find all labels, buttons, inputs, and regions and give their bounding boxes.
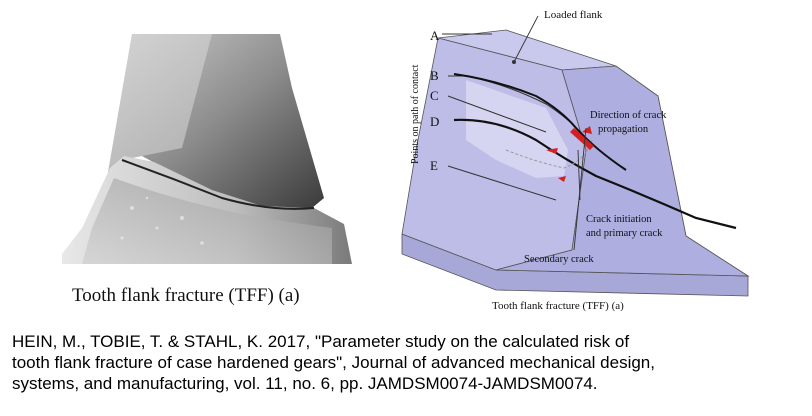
- direction-label-1: Direction of crack: [590, 110, 667, 121]
- initiation-leader: [577, 149, 581, 201]
- loaded-flank-label: Loaded flank: [544, 9, 603, 21]
- point-label-b: B: [430, 68, 439, 83]
- point-e-line: [447, 165, 557, 201]
- axis-label: Points on path of contact: [410, 64, 421, 164]
- fracture-photo: [62, 28, 358, 268]
- point-c-line: [447, 95, 547, 133]
- citation: HEIN, M., TOBIE, T. & STAHL, K. 2017, "P…: [12, 331, 807, 394]
- initiation-label-2: and primary crack: [586, 228, 663, 239]
- point-label-c: C: [430, 88, 439, 103]
- photo-caption: Tooth flank fracture (TFF) (a): [72, 285, 300, 306]
- secondary-crack-label: Secondary crack: [524, 254, 594, 265]
- crack-arrows: [546, 126, 594, 182]
- fracture-photo-image: [62, 34, 352, 264]
- secondary-crack-region: [505, 139, 593, 169]
- citation-line-1: HEIN, M., TOBIE, T. & STAHL, K. 2017, "P…: [12, 332, 630, 351]
- initiation-label-1: Crack initiation: [586, 214, 652, 225]
- upper-crack: [453, 73, 627, 171]
- direction-label-2: propagation: [598, 124, 649, 135]
- point-label-d: D: [430, 114, 439, 129]
- tff-diagram: A B C D E Points on path of contact Load…: [396, 0, 776, 300]
- fracture-region: [466, 80, 568, 178]
- tff-diagram-svg: A B C D E Points on path of contact Load…: [401, 9, 750, 297]
- loaded-flank-leader: [513, 15, 539, 63]
- diagram-caption: Tooth flank fracture (TFF) (a): [492, 300, 624, 312]
- citation-line-3: systems, and manufacturing, vol. 11, no.…: [12, 374, 598, 393]
- tooth-right-face: [495, 65, 750, 277]
- primary-crack: [453, 118, 737, 230]
- point-label-a: A: [430, 28, 440, 43]
- point-label-e: E: [430, 158, 438, 173]
- citation-line-2: tooth flank fracture of case hardened ge…: [12, 353, 655, 372]
